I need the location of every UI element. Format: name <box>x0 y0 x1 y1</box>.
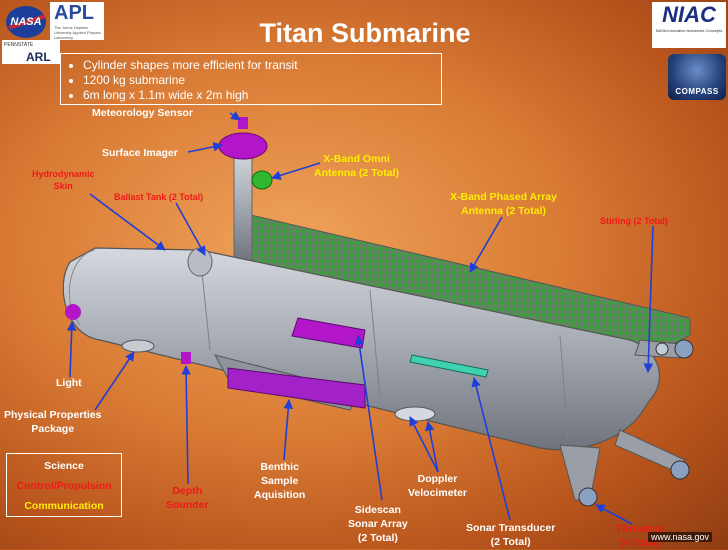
label-doppler-line: Doppler <box>417 473 458 485</box>
thruster-icon <box>674 339 694 359</box>
label-benthic-sample: Benthic Sample Aquisition <box>254 460 305 502</box>
apl-logo-subtitle: The Johns Hopkins University Applied Phy… <box>54 25 101 40</box>
label-meteorology-sensor: Meteorology Sensor <box>92 107 193 119</box>
doppler-velocimeter-icon <box>394 406 436 422</box>
sidescan-sonar-icon <box>291 317 366 349</box>
label-xband-omni-line: X-Band Omni <box>323 153 390 165</box>
label-hydrodynamic-skin-line: Skin <box>53 181 73 191</box>
compass-logo-text: COMPASS <box>675 87 719 96</box>
legend-science: Science <box>44 460 84 472</box>
label-hydrodynamic-skin-line: Hydrodynamic <box>32 169 95 179</box>
legend-control-propulsion: Control/Propulsion <box>16 480 112 492</box>
label-sonar-transducer-line: (2 Total) <box>490 536 531 548</box>
label-doppler-velocimeter: Doppler Velocimeter <box>408 472 467 500</box>
thruster-icon <box>655 342 669 356</box>
meteorology-sensor-icon <box>218 132 268 160</box>
arl-logo-text: ARL <box>26 50 51 64</box>
niac-logo-subtitle: NASA Innovative Advanced Concepts <box>655 28 723 33</box>
niac-logo: NIAC NASA Innovative Advanced Concepts <box>652 2 726 48</box>
sonar-transducer-icon <box>409 354 489 378</box>
label-physical-properties-line: Physical Properties <box>4 409 102 421</box>
psu-logo: PENNSTATE <box>2 40 60 64</box>
label-benthic-line: Benthic <box>260 461 299 473</box>
slide-title: Titan Submarine <box>259 18 471 48</box>
thruster-icon <box>670 460 690 480</box>
website-footer: www.nasa.gov <box>648 532 713 542</box>
label-sonar-transducer: Sonar Transducer (2 Total) <box>466 521 555 549</box>
label-sonar-transducer-line: Sonar Transducer <box>466 522 556 534</box>
submarine-hull <box>62 247 660 451</box>
omni-antenna-icon <box>251 170 273 190</box>
sensor-mast <box>233 149 253 263</box>
light-icon <box>65 304 81 320</box>
label-depth-sounder-line: Depth <box>172 485 203 497</box>
label-depth-sounder: Depth Sounder <box>166 484 209 512</box>
label-sidescan-line: Sonar Array <box>348 518 408 530</box>
spec-bullet: 1200 kg submarine <box>83 73 433 88</box>
callout-lines <box>66 111 654 525</box>
nasa-logo-text: NASA <box>10 16 42 28</box>
label-physical-properties-line: Package <box>31 423 75 435</box>
label-doppler-line: Velocimeter <box>408 487 467 499</box>
label-xband-omni: X-Band Omni Antenna (2 Total) <box>314 152 399 180</box>
depth-sounder-icon <box>181 352 191 364</box>
label-hydrodynamic-skin: Hydrodynamic Skin <box>32 168 95 192</box>
spec-bullet: 6m long x 1.1m wide x 2m high <box>83 88 433 103</box>
color-legend: Science Control/Propulsion Communication <box>6 453 122 517</box>
apl-logo: APL The Johns Hopkins University Applied… <box>50 2 104 40</box>
ballast-tank-marker <box>187 247 213 277</box>
apl-logo-text: APL <box>54 2 94 24</box>
spec-bullet: Cylinder shapes more efficient for trans… <box>83 58 433 73</box>
physical-props-package-icon <box>121 339 155 353</box>
legend-communication: Communication <box>24 500 104 512</box>
label-depth-sounder-line: Sounder <box>166 499 209 511</box>
thruster-icon <box>578 487 598 507</box>
label-benthic-line: Aquisition <box>254 489 306 501</box>
label-light: Light <box>56 377 82 389</box>
label-stirling: Stirling (2 Total) <box>600 216 668 226</box>
benthic-sampler-icon <box>227 367 366 409</box>
label-surface-imager: Surface Imager <box>102 147 178 159</box>
label-sidescan-line: Sidescan <box>354 504 401 516</box>
label-xband-phased-array: X-Band Phased Array Antenna (2 Total) <box>450 190 557 218</box>
label-sidescan-line: (2 Total) <box>357 532 398 544</box>
nasa-logo: NASA <box>6 6 46 38</box>
label-sidescan-sonar: Sidescan Sonar Array (2 Total) <box>348 503 408 545</box>
compass-logo: COMPASS <box>668 54 726 100</box>
label-benthic-line: Sample <box>260 475 299 487</box>
label-xband-omni-line: Antenna (2 Total) <box>314 167 399 179</box>
niac-logo-text: NIAC <box>662 2 716 27</box>
spec-bullet-list: Cylinder shapes more efficient for trans… <box>69 58 433 103</box>
label-xband-phased-line: X-Band Phased Array <box>450 191 557 203</box>
label-xband-phased-line: Antenna (2 Total) <box>461 205 546 217</box>
label-ballast-tank: Ballast Tank (2 Total) <box>114 192 204 202</box>
label-physical-properties: Physical Properties Package <box>4 408 101 436</box>
spec-bullet-box: Cylinder shapes more efficient for trans… <box>60 53 442 105</box>
psu-logo-text: PENNSTATE <box>4 42 34 48</box>
